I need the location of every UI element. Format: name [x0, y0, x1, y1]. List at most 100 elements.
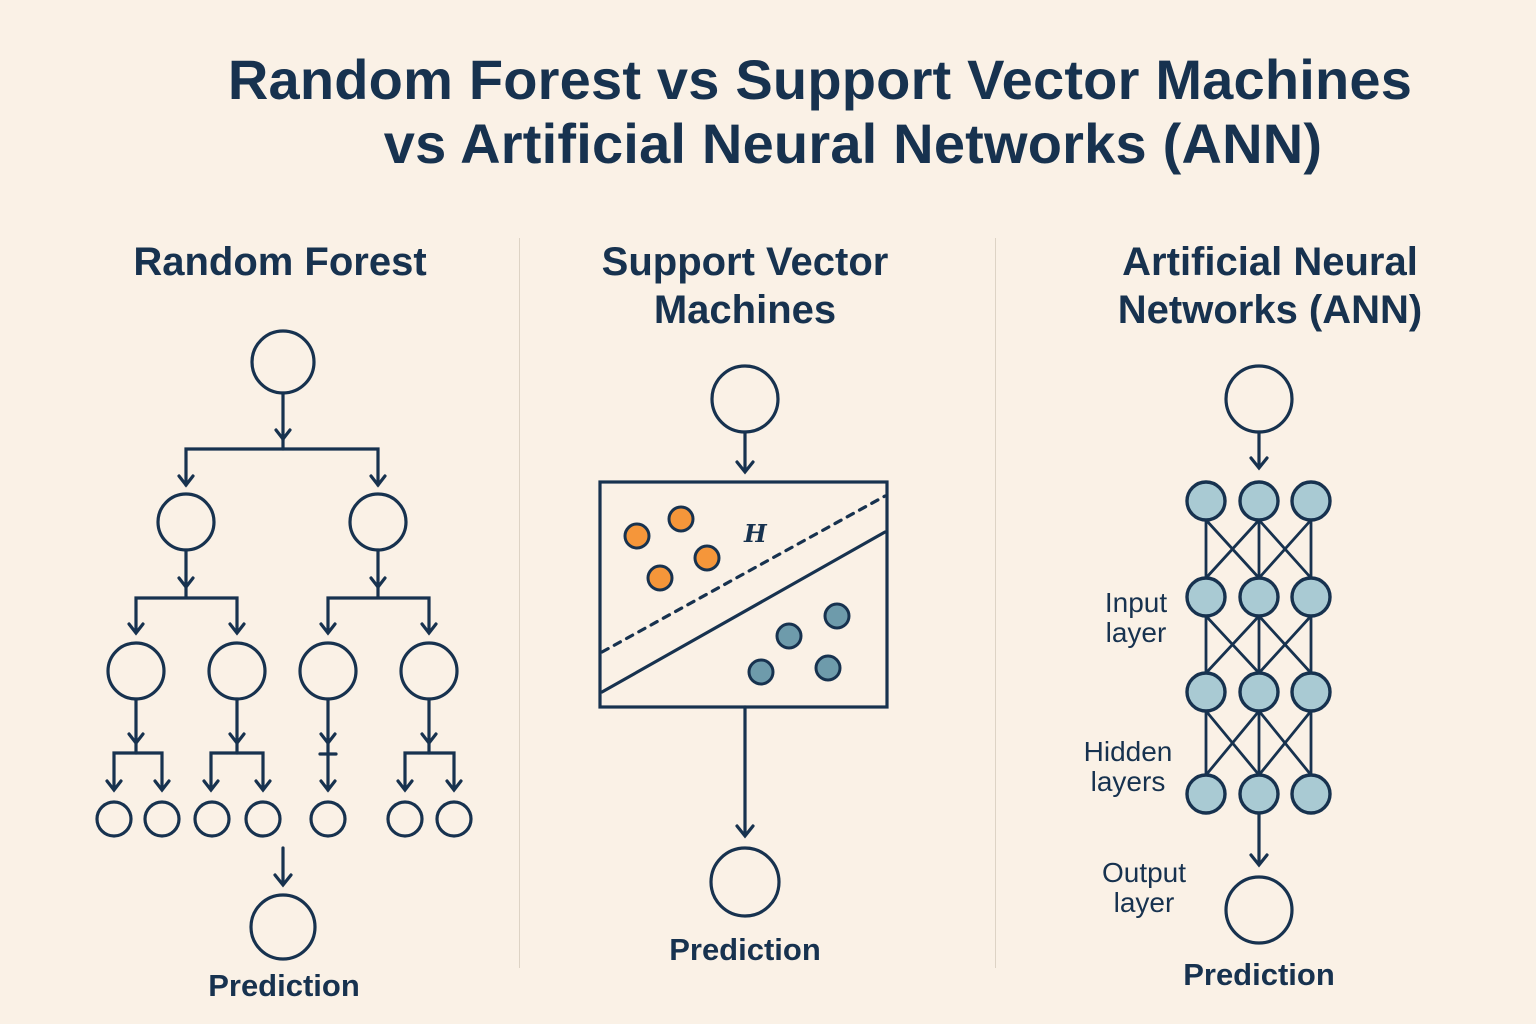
svm-point-class-b [747, 658, 775, 686]
output-label-line-2: layer [1113, 887, 1175, 918]
ann-neuron [1238, 576, 1280, 618]
rf-arrowhead [177, 474, 195, 488]
ann-diagram [1185, 364, 1332, 945]
svm-hyperplane [600, 530, 887, 694]
rf-leaf-node [193, 800, 231, 838]
ann-connection [1257, 614, 1313, 675]
output-label-line-1: Output [1101, 857, 1187, 888]
ann-input-node [1224, 364, 1294, 434]
ann-connection [1257, 518, 1313, 580]
svm-diagram: H [598, 364, 889, 918]
rf-arrowhead [273, 873, 293, 888]
rf-arrowhead [319, 622, 337, 636]
rf-split-connector [112, 751, 164, 791]
ann-prediction-label: Prediction [1183, 957, 1335, 992]
ann-neuron [1238, 480, 1280, 522]
svm-point-class-a [693, 544, 721, 572]
ann-neuron [1185, 773, 1227, 815]
ann-neuron [1290, 671, 1332, 713]
column-divider [995, 238, 996, 968]
hidden-label-line-2: layers [1090, 766, 1166, 797]
rf-leaf-node [386, 800, 424, 838]
ann-neuron [1185, 576, 1227, 618]
rf-node-left [156, 492, 216, 552]
rf-split-connector [326, 596, 431, 634]
heading-ann-line-1: Artificial Neural [1122, 240, 1418, 284]
heading-svm-line-2: Machines [653, 288, 837, 332]
svm-plot-box [598, 480, 889, 709]
ann-neuron [1185, 480, 1227, 522]
ann-neuron [1185, 671, 1227, 713]
rf-arrowhead [420, 622, 438, 636]
rf-leaf-node [143, 800, 181, 838]
rf-arrowhead [177, 576, 195, 590]
rf-prediction-label: Prediction [208, 968, 360, 1003]
svm-input-node [710, 364, 780, 434]
svm-prediction-label: Prediction [669, 932, 821, 967]
rf-arrowhead [369, 474, 387, 488]
ann-connection [1257, 709, 1313, 777]
title-line-1: Random Forest vs Support Vector Machines [227, 48, 1413, 111]
rf-leaf-node [95, 800, 133, 838]
svm-point-class-a [667, 505, 695, 533]
svm-point-class-b [775, 622, 803, 650]
svm-point-class-a [623, 522, 651, 550]
ann-neurons [1185, 480, 1332, 815]
rf-split-connector [403, 751, 456, 791]
heading-ann-line-2: Networks (ANN) [1117, 288, 1423, 332]
heading-random-forest-text: Random Forest [133, 240, 427, 284]
ann-neuron [1238, 773, 1280, 815]
random-forest-diagram [95, 329, 473, 961]
ann-hidden-layers-label: Hidden layers [1068, 737, 1188, 797]
rf-arrowhead [445, 779, 463, 793]
rf-arrowhead [420, 732, 438, 746]
input-label-line-2: layer [1105, 617, 1167, 648]
rf-leaf-node [244, 800, 282, 838]
svm-margin-line [600, 494, 887, 654]
svm-hyperplane-label: H [743, 519, 768, 548]
rf-node [298, 641, 358, 701]
rf-root-node [250, 329, 316, 395]
ann-arrowhead [1249, 456, 1269, 471]
ann-neuron [1290, 576, 1332, 618]
rf-node [106, 641, 166, 701]
rf-arrowhead [105, 779, 123, 793]
rf-arrowhead [228, 622, 246, 636]
ann-connection [1204, 614, 1261, 675]
rf-arrowhead [202, 779, 220, 793]
heading-random-forest: Random Forest [80, 238, 480, 286]
heading-svm-line-1: Support Vector [601, 240, 889, 284]
ann-connection [1204, 709, 1261, 777]
ann-prediction-node [1224, 875, 1294, 945]
rf-arrowhead [153, 779, 171, 793]
ann-neuron [1290, 480, 1332, 522]
title-line-2: vs Artificial Neural Networks (ANN) [383, 112, 1323, 175]
column-divider [519, 238, 520, 968]
ann-neuron [1238, 671, 1280, 713]
rf-leaf-node [435, 800, 473, 838]
svm-arrowhead [735, 460, 755, 475]
rf-arrowhead [319, 732, 337, 746]
rf-node-right [348, 492, 408, 552]
svm-point-class-b [823, 602, 851, 630]
rf-leaf-node [309, 800, 347, 838]
heading-svm: Support Vector Machines [540, 238, 950, 334]
ann-output-layer-label: Output layer [1084, 858, 1204, 918]
rf-arrowhead [127, 732, 145, 746]
rf-arrowhead [228, 732, 246, 746]
rf-split-connector [184, 447, 380, 487]
svm-class-b-points [747, 602, 851, 686]
rf-split-connector [134, 596, 239, 634]
rf-arrowhead [319, 779, 337, 793]
rf-prediction-node [249, 893, 317, 961]
ann-arrowhead [1249, 853, 1269, 868]
ann-input-layer-label: Input layer [1076, 588, 1196, 648]
rf-arrowhead [369, 576, 387, 590]
rf-arrowhead [127, 622, 145, 636]
rf-arrowhead [254, 779, 272, 793]
ann-connections [1204, 518, 1313, 777]
svm-class-a-points [623, 505, 721, 592]
page-title: Random Forest vs Support Vector Machines… [0, 48, 1536, 176]
ann-connection [1204, 518, 1261, 580]
